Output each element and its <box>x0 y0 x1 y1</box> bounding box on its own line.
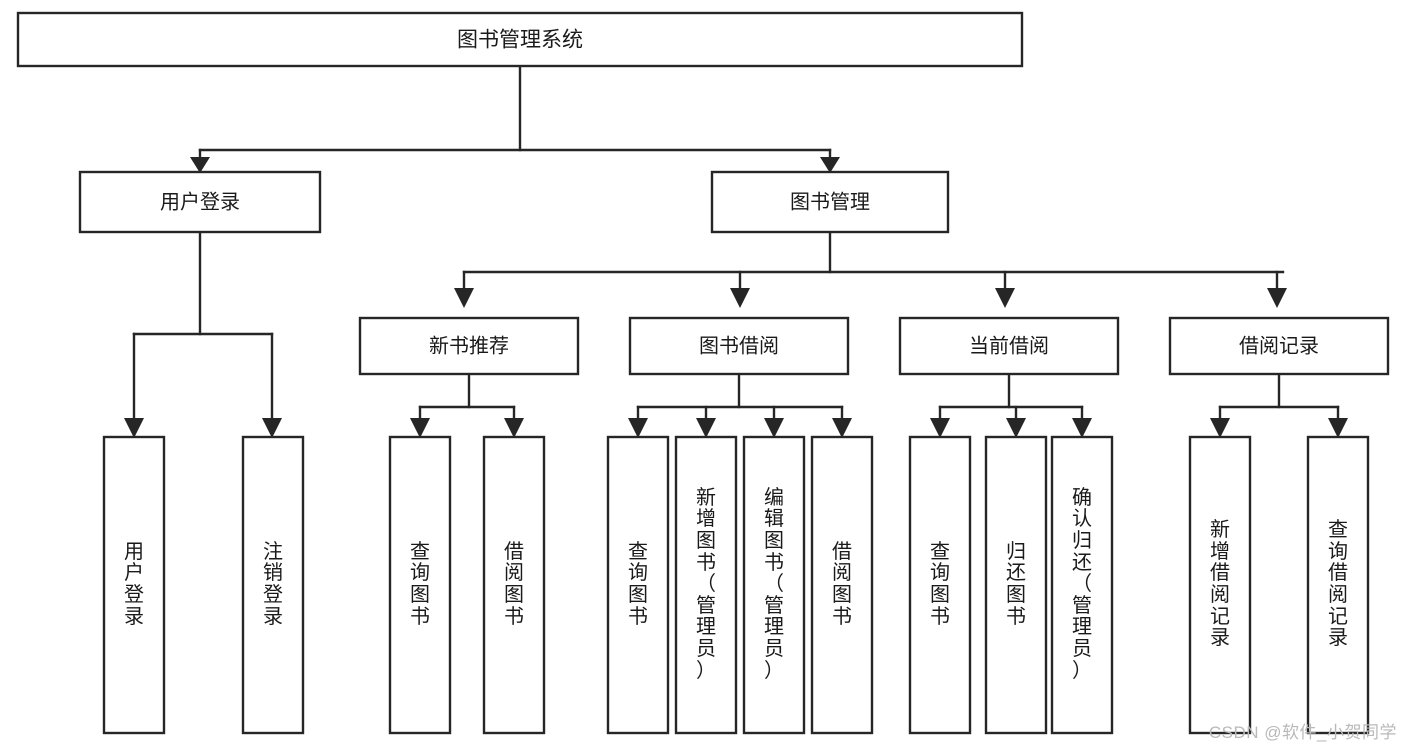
node-user-login-label: 用户登录 <box>160 190 240 213</box>
arrow-leaf-cur-query-book <box>930 418 950 438</box>
arrow-leaf-cur-return-book <box>1006 418 1026 438</box>
node-leaf-borrow-edit-book-box[interactable] <box>742 435 806 735</box>
watermark: CSDN @软件_小贺同学 <box>1208 723 1397 742</box>
arrow-leaf-borrow-add-book <box>696 418 716 438</box>
connector-group-root <box>190 64 840 173</box>
node-leaf-cur-query-book-box[interactable] <box>908 435 972 735</box>
arrow-leaf-rec-add-record <box>1210 418 1230 438</box>
connector-group-borrow-record <box>1210 372 1348 438</box>
node-new-book-rec-label: 新书推荐 <box>429 334 509 357</box>
arrow-leaf-user-login <box>124 418 144 438</box>
connector-group-new-book-rec <box>410 372 524 438</box>
node-book-manage[interactable]: 图书管理 <box>710 170 950 234</box>
arrow-to-book-borrow <box>730 288 750 308</box>
node-leaf-rec-add-record-box[interactable] <box>1188 435 1252 735</box>
arrow-leaf-cur-confirm-return <box>1072 418 1092 438</box>
node-borrow-record-label: 借阅记录 <box>1239 334 1319 357</box>
leaf-box-group <box>102 435 1370 735</box>
node-leaf-user-logout-box[interactable] <box>241 435 305 735</box>
node-book-manage-box[interactable] <box>710 170 950 234</box>
connector-group-user-login <box>124 230 282 438</box>
node-root[interactable]: 图书管理系统 <box>16 11 1024 68</box>
arrow-leaf-borrow-edit-book <box>764 418 784 438</box>
node-new-book-rec-box[interactable] <box>358 316 580 376</box>
arrow-leaf-user-logout <box>262 418 282 438</box>
node-leaf-borrow-query-book-box[interactable] <box>606 435 670 735</box>
node-leaf-cur-return-book-box[interactable] <box>984 435 1048 735</box>
arrow-to-new-book-rec <box>454 288 474 308</box>
node-book-borrow[interactable]: 图书借阅 <box>628 316 850 376</box>
node-current-borrow-label: 当前借阅 <box>969 334 1049 357</box>
node-leaf-borrow-add-book-box[interactable] <box>674 435 738 735</box>
arrow-to-book-manage <box>820 157 840 173</box>
node-root-label: 图书管理系统 <box>457 29 583 52</box>
node-book-borrow-box[interactable] <box>628 316 850 376</box>
arrow-to-user-login <box>190 157 210 173</box>
node-leaf-user-login-box[interactable] <box>102 435 166 735</box>
node-borrow-record[interactable]: 借阅记录 <box>1168 316 1390 376</box>
arrow-leaf-borrow-query-book <box>628 418 648 438</box>
connector-group-book-borrow <box>628 372 852 438</box>
node-book-manage-label: 图书管理 <box>790 190 870 213</box>
arrow-leaf-rec-query-record <box>1328 418 1348 438</box>
node-leaf-borrow-borrow-book-box[interactable] <box>810 435 874 735</box>
connector-group-book-manage <box>454 230 1287 308</box>
arrow-leaf-borrow-borrow-book <box>832 418 852 438</box>
arrow-to-borrow-record <box>1267 288 1287 308</box>
node-leaf-rec-query-record-box[interactable] <box>1306 435 1370 735</box>
connector-group-current-borrow <box>930 372 1092 438</box>
node-current-borrow-box[interactable] <box>898 316 1120 376</box>
node-leaf-rec-borrow-book-box[interactable] <box>482 435 546 735</box>
node-current-borrow[interactable]: 当前借阅 <box>898 316 1120 376</box>
node-new-book-rec[interactable]: 新书推荐 <box>358 316 580 376</box>
node-leaf-rec-query-book-box[interactable] <box>388 435 452 735</box>
node-root-box[interactable] <box>16 11 1024 68</box>
node-user-login[interactable]: 用户登录 <box>78 170 322 234</box>
arrow-leaf-rec-query-book <box>410 418 430 438</box>
node-user-login-box[interactable] <box>78 170 322 234</box>
node-book-borrow-label: 图书借阅 <box>699 334 779 357</box>
arrow-leaf-rec-borrow-book <box>504 418 524 438</box>
node-borrow-record-box[interactable] <box>1168 316 1390 376</box>
arrow-to-current-borrow <box>995 288 1015 308</box>
node-leaf-cur-confirm-return-box[interactable] <box>1050 435 1114 735</box>
